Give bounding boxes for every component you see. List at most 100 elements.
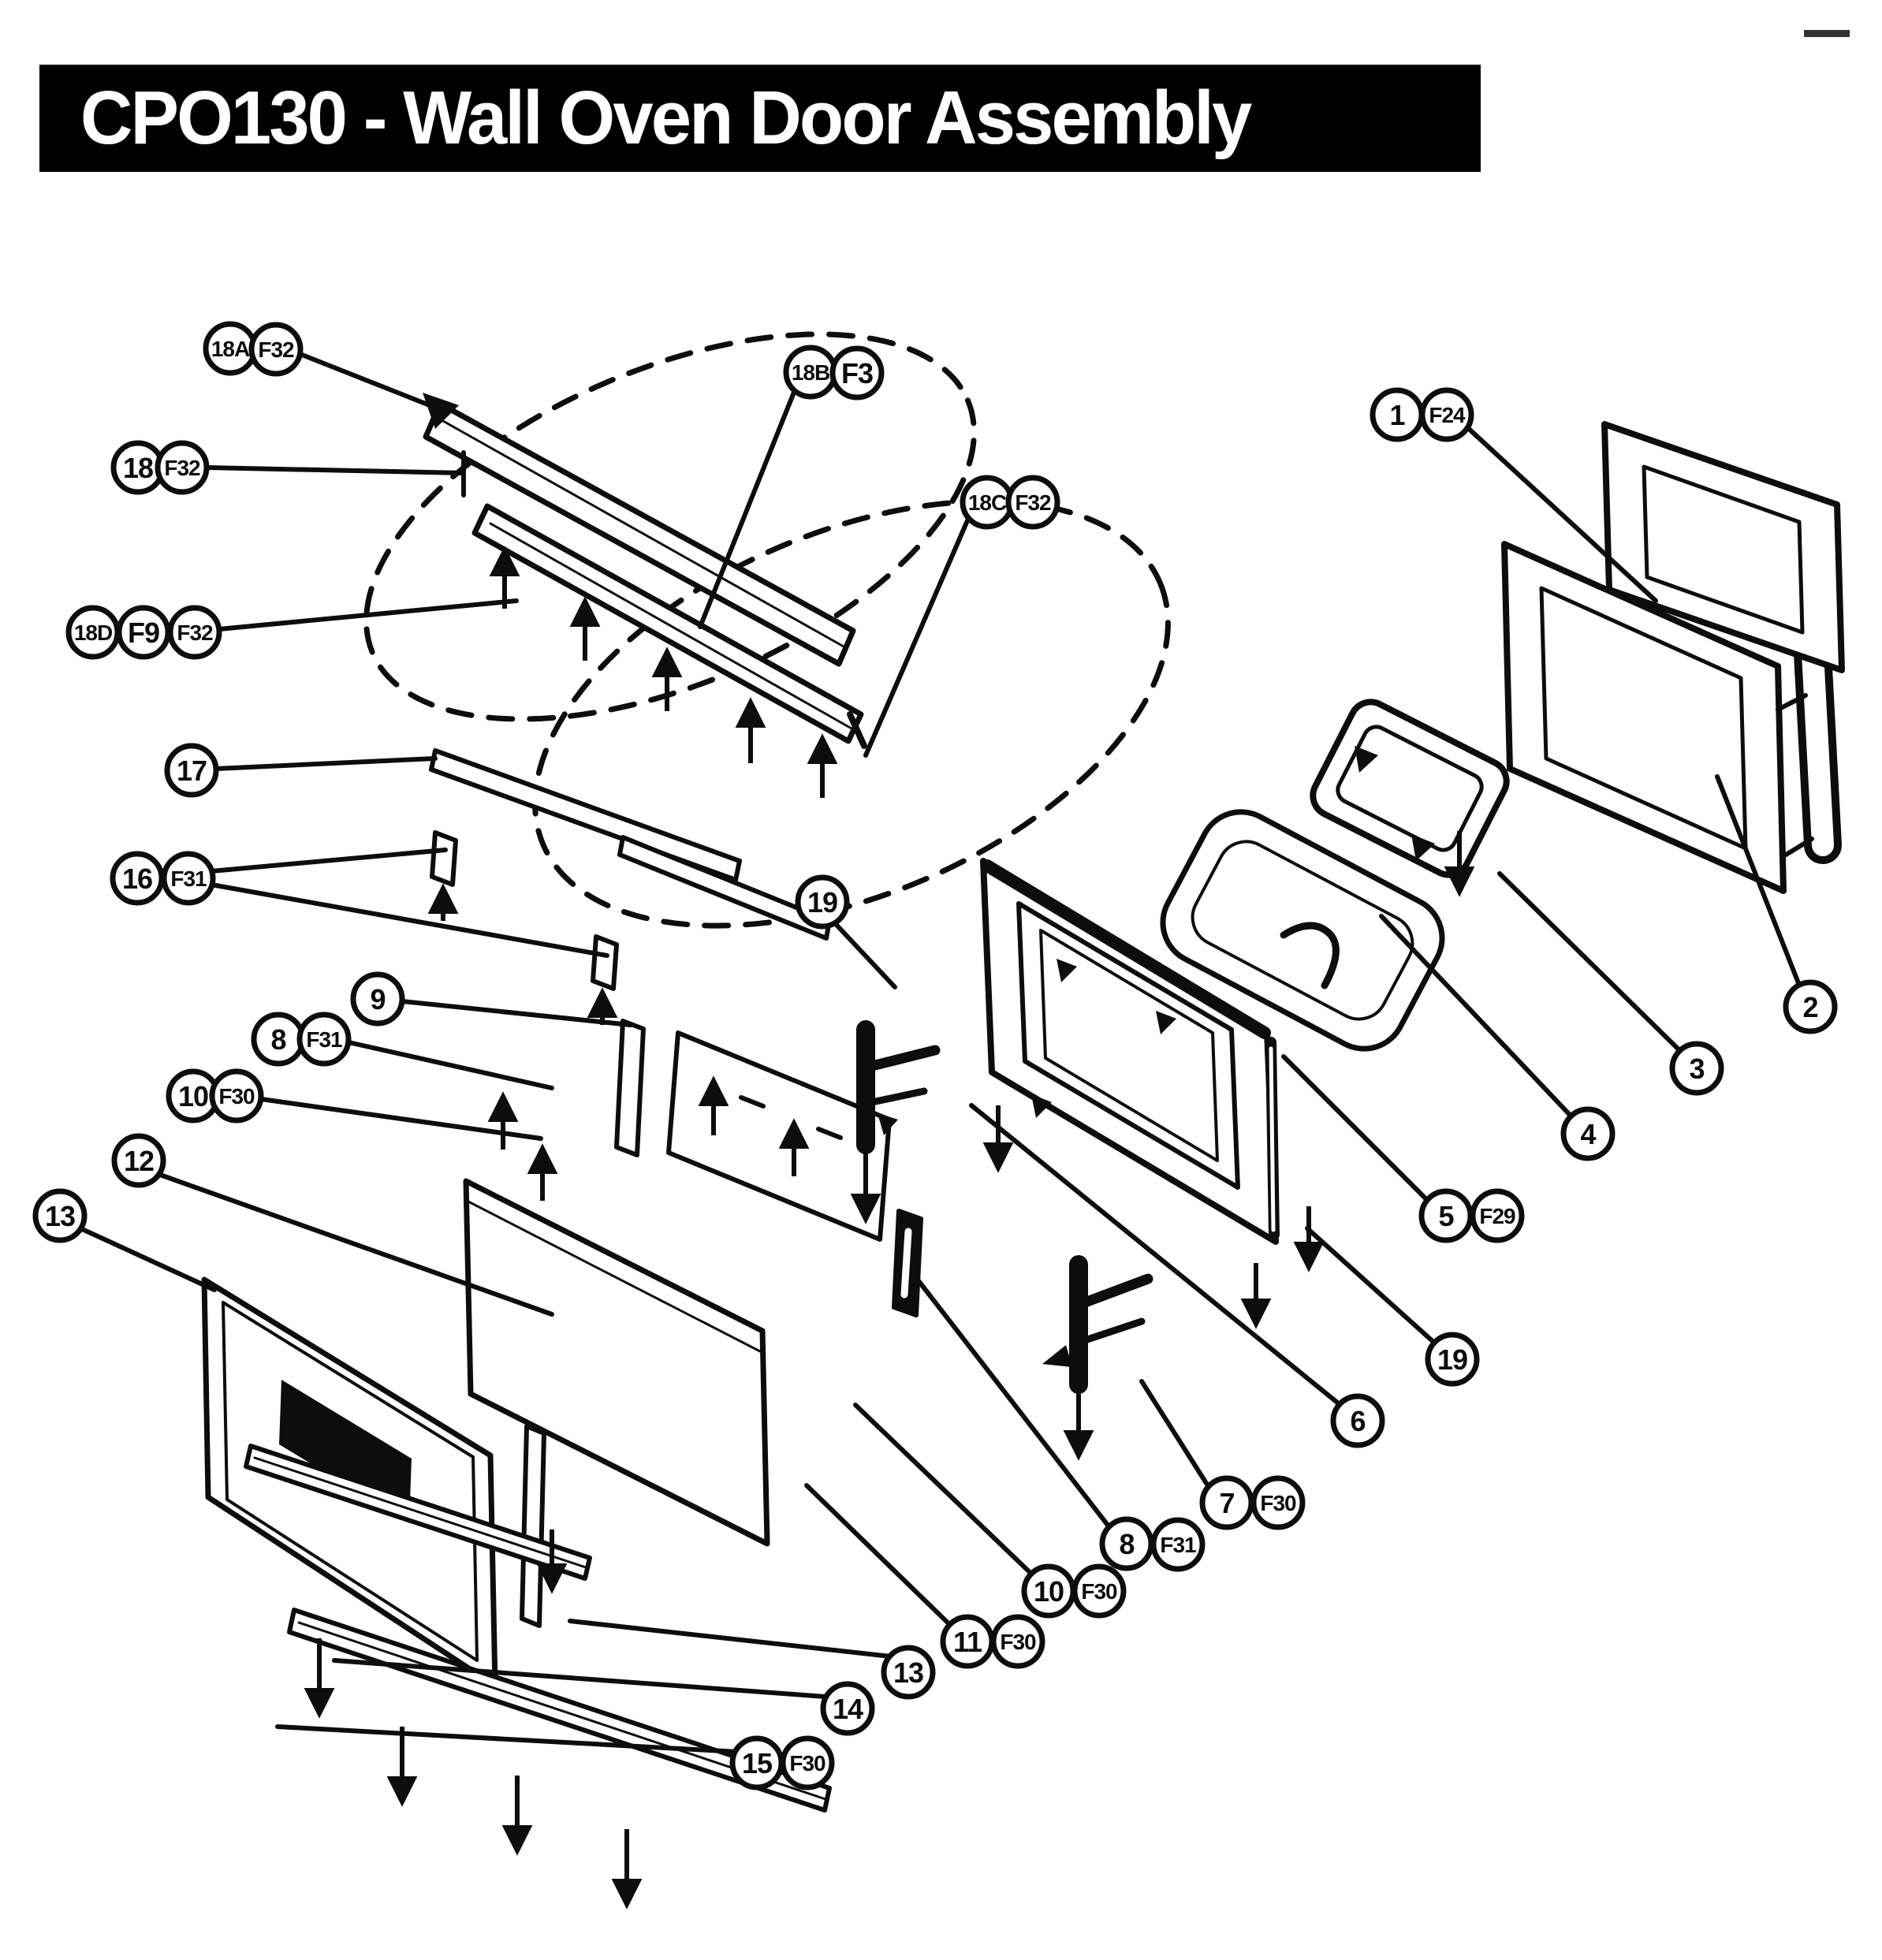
leader-lines bbox=[78, 352, 1802, 1754]
leader-line bbox=[568, 1619, 893, 1659]
frame-3-arrows bbox=[1355, 746, 1435, 861]
callout-balloon-F30: F30 bbox=[209, 1068, 264, 1123]
balloon-circle bbox=[1783, 979, 1838, 1034]
balloon-label: 13 bbox=[45, 1200, 75, 1232]
callout-balloon-7: 7 bbox=[1199, 1475, 1254, 1530]
balloon-label: 6 bbox=[1350, 1405, 1365, 1437]
balloon-label: F9 bbox=[128, 617, 159, 649]
callout-balloon-8: 8 bbox=[1099, 1516, 1154, 1571]
leader-line bbox=[332, 1658, 828, 1699]
callout-balloon-F24: F24 bbox=[1419, 387, 1474, 442]
callout-balloon-F3: F3 bbox=[829, 345, 885, 401]
balloon-label: 12 bbox=[124, 1145, 154, 1177]
callout-balloon-2: 2 bbox=[1783, 979, 1838, 1034]
balloon-label: F29 bbox=[1479, 1204, 1515, 1228]
leader-line bbox=[832, 920, 897, 989]
leader-line bbox=[1139, 1379, 1211, 1489]
leader-line bbox=[1281, 1054, 1429, 1202]
balloon-label: 13 bbox=[893, 1656, 923, 1689]
leader-line bbox=[209, 882, 609, 958]
callout-balloon-13: 13 bbox=[32, 1188, 88, 1243]
screw-pins bbox=[304, 546, 1475, 1910]
balloon-circle bbox=[296, 1012, 352, 1067]
balloon-label: 19 bbox=[1437, 1343, 1467, 1376]
callout-balloon-18D: 18D bbox=[65, 605, 121, 660]
leader-line bbox=[209, 848, 448, 874]
balloon-circle bbox=[111, 1133, 166, 1188]
balloon-label: 9 bbox=[370, 983, 385, 1015]
balloon-circle bbox=[795, 874, 850, 930]
balloon-circle bbox=[1150, 1517, 1206, 1572]
balloon-label: 4 bbox=[1580, 1118, 1596, 1150]
callout-balloon-4: 4 bbox=[1560, 1106, 1616, 1161]
balloon-circle bbox=[248, 322, 304, 377]
balloon-label: 18A bbox=[211, 337, 250, 361]
balloon-label: 10 bbox=[1034, 1575, 1064, 1608]
balloon-label: F31 bbox=[306, 1027, 342, 1052]
callout-balloon-6: 6 bbox=[1330, 1393, 1385, 1448]
balloon-label: F24 bbox=[1429, 403, 1466, 427]
balloon-label: 18D bbox=[74, 620, 113, 645]
outer-glass-frame-1 bbox=[1601, 421, 1845, 673]
callout-balloon-F30: F30 bbox=[1250, 1475, 1306, 1530]
leader-line bbox=[346, 1040, 554, 1090]
balloon-label: 5 bbox=[1438, 1200, 1454, 1232]
callout-balloon-18B: 18B bbox=[783, 345, 838, 400]
page-title: CPO130 - Wall Oven Door Assembly bbox=[80, 76, 1252, 160]
inner-door-panel-12 bbox=[463, 1178, 770, 1628]
leader-line bbox=[698, 388, 797, 629]
callout-balloon-18A: 18A bbox=[203, 321, 258, 376]
balloon-label: F30 bbox=[218, 1084, 255, 1109]
callout-balloon-19: 19 bbox=[795, 874, 850, 930]
inner-glass-retainer-9 bbox=[614, 1019, 646, 1157]
callout-balloon-F32: F32 bbox=[155, 440, 210, 495]
door-hinge-left bbox=[856, 1020, 941, 1154]
balloon-label: 1 bbox=[1389, 399, 1405, 431]
balloon-circle bbox=[1005, 475, 1060, 530]
leader-line bbox=[863, 516, 971, 758]
balloon-circle bbox=[780, 1735, 835, 1790]
balloon-circle bbox=[1560, 1106, 1616, 1161]
balloon-circle bbox=[820, 1681, 875, 1736]
balloon-label: 10 bbox=[178, 1080, 208, 1112]
balloon-circle bbox=[990, 1614, 1045, 1669]
callout-balloon-18: 18 bbox=[110, 440, 166, 495]
scan-artifact-dash bbox=[1804, 30, 1850, 37]
balloon-label: F30 bbox=[1260, 1491, 1296, 1515]
balloon-circle bbox=[350, 971, 405, 1027]
balloon-label: F30 bbox=[789, 1751, 825, 1776]
callout-balloon-F30: F30 bbox=[1071, 1563, 1127, 1619]
balloon-label: F3 bbox=[841, 357, 873, 389]
leader-line bbox=[853, 1403, 1034, 1576]
door-hinge-right bbox=[1042, 1255, 1153, 1394]
balloon-label: 18 bbox=[123, 452, 153, 484]
callout-balloon-16: 16 bbox=[110, 851, 165, 906]
balloon-circle bbox=[1470, 1188, 1525, 1243]
balloon-circle bbox=[1071, 1563, 1127, 1619]
balloon-circle bbox=[1425, 1332, 1480, 1387]
retainer-brackets-16 bbox=[430, 830, 619, 991]
callout-balloon-F30: F30 bbox=[780, 1735, 835, 1790]
callout-balloon-10: 10 bbox=[1021, 1563, 1076, 1619]
callout-balloon-F31: F31 bbox=[1150, 1517, 1206, 1572]
balloon-label: 19 bbox=[807, 886, 837, 919]
leader-line bbox=[1379, 914, 1573, 1118]
balloon-circle bbox=[881, 1645, 936, 1700]
callout-balloon-F32: F32 bbox=[1005, 475, 1060, 530]
balloon-label: 8 bbox=[1119, 1528, 1134, 1560]
diagram-title-bar: CPO130 - Wall Oven Door Assembly bbox=[39, 65, 1481, 172]
balloon-label: F32 bbox=[164, 456, 200, 480]
callout-balloon-18C: 18C bbox=[960, 475, 1015, 530]
balloon-label: 17 bbox=[177, 755, 207, 787]
top-trim-strips bbox=[423, 393, 867, 749]
callout-balloon-3: 3 bbox=[1669, 1041, 1724, 1096]
inner-trim-strip-17 bbox=[429, 748, 832, 941]
balloon-circle bbox=[1669, 1041, 1724, 1096]
callout-balloon-1: 1 bbox=[1370, 387, 1425, 442]
window-frame-3 bbox=[1310, 699, 1510, 878]
leader-line bbox=[969, 1103, 1343, 1407]
leader-line bbox=[400, 999, 633, 1027]
balloon-label: F32 bbox=[258, 337, 294, 362]
leader-line bbox=[804, 1483, 952, 1627]
callout-balloon-F32: F32 bbox=[248, 322, 304, 377]
